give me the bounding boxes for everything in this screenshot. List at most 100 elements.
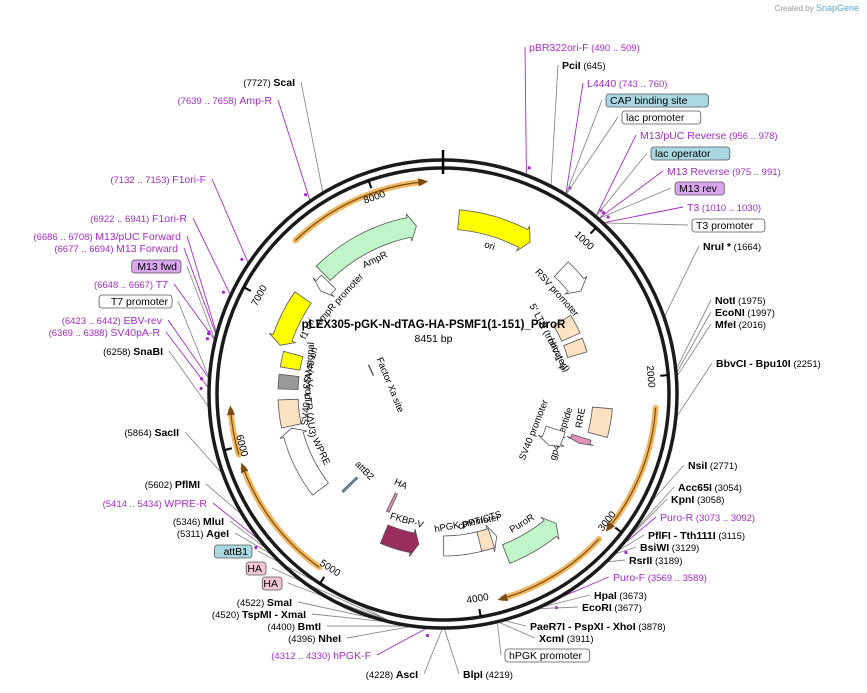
feature-ampr-promoter[interactable] (312, 274, 337, 298)
feature-rre[interactable] (587, 406, 613, 438)
map-label-bsiwi[interactable]: BsiWI (3129) (640, 542, 699, 554)
highlight-arrowhead (605, 521, 615, 532)
feature-rsv-promoter[interactable] (553, 261, 588, 295)
map-label-pflfi-tth111i[interactable]: PflFI - Tth111I (3115) (648, 530, 745, 542)
label-text: hPGK promoter (509, 650, 582, 662)
label-name: BlpI (463, 669, 483, 681)
map-label-f1ori-f[interactable]: (7132 .. 7153) F1ori-F (110, 174, 206, 186)
map-label-puro-r[interactable]: Puro-R (3073 .. 3092) (660, 512, 755, 524)
map-label-pcii[interactable]: PciI (645) (562, 60, 606, 72)
map-label-t3[interactable]: T3 (1010 .. 1030) (687, 202, 761, 214)
map-label-nhei[interactable]: (4396) NheI (288, 633, 341, 645)
map-label-f1ori-r[interactable]: (6922 .. 6941) F1ori-R (90, 213, 187, 225)
feature-wpre[interactable] (279, 427, 330, 496)
feature-ha[interactable] (385, 492, 398, 513)
map-label-m13-puc-reverse[interactable]: M13/pUC Reverse (956 .. 978) (640, 130, 778, 142)
feature-cppt-cts[interactable] (476, 528, 496, 552)
label-name: Puro-F (613, 572, 645, 584)
feature-fkbp-v[interactable] (379, 524, 420, 557)
map-label-hpai[interactable]: HpaI (3673) (594, 590, 647, 602)
label-name: M13/pUC Forward (95, 231, 181, 243)
map-label-econi[interactable]: EcoNI (1997) (715, 307, 775, 319)
map-label-blpi[interactable]: BlpI (4219) (463, 669, 513, 681)
map-label-attb1[interactable]: attB1 (214, 544, 253, 559)
feature-ltr5[interactable] (553, 314, 581, 342)
feature-sv40-promoter-1[interactable] (538, 425, 566, 447)
map-label-tspmi-xmai[interactable]: (4520) TspMI - XmaI (212, 609, 306, 621)
map-label-paer7i-pspxi-xhoi[interactable]: PaeR7I - PspXI - XhoI (3878) (530, 621, 666, 633)
map-label-m13-rev[interactable]: M13 rev (674, 181, 725, 196)
leader-line (613, 546, 637, 555)
label-name: MluI (203, 516, 224, 528)
label-text: NotI (1975) (715, 295, 766, 307)
feature-f1-ori[interactable] (268, 291, 312, 346)
label-range: (2016) (736, 320, 766, 331)
label-name: NsiI (688, 460, 707, 472)
map-label-noti[interactable]: NotI (1975) (715, 295, 766, 307)
map-label-acc65i[interactable]: Acc65I (3054) (678, 482, 742, 494)
map-label-pflmi[interactable]: (5602) PflMI (145, 479, 200, 491)
map-label-nsii[interactable]: NsiI (2771) (688, 460, 737, 472)
map-label-amp-r[interactable]: (7639 .. 7658) Amp-R (178, 95, 273, 107)
leader-line (663, 245, 700, 318)
feature-attb2[interactable] (341, 476, 359, 493)
map-label-nrui[interactable]: NruI * (1664) (703, 241, 761, 253)
map-label-hpgk-f[interactable]: (4312 .. 4330) hPGK-F (271, 650, 371, 662)
map-label-bbvci-bpu10i[interactable]: BbvCI - Bpu10I (2251) (716, 358, 821, 370)
map-label-puro-f[interactable]: Puro-F (3569 .. 3589) (613, 572, 707, 584)
feature-sv40-ori[interactable] (279, 350, 304, 371)
map-label-pbr322ori-f[interactable]: pBR322ori-F (490 .. 509) (529, 42, 640, 54)
label-text: EcoRI (3677) (582, 602, 642, 614)
map-label-bmti[interactable]: (4400) BmtI (268, 621, 322, 633)
map-label-t3-promoter[interactable]: T3 promoter (691, 218, 766, 233)
tick-4000 (478, 608, 482, 617)
primer-mark (254, 545, 258, 550)
leader-line (565, 99, 603, 195)
map-label-asci[interactable]: (4228) AscI (366, 669, 418, 681)
feature-label-ha: HA (392, 477, 409, 493)
map-label-snabi[interactable]: (6258) SnaBI (103, 346, 163, 358)
feature-gp41-peptide[interactable] (566, 433, 594, 446)
map-label-m13-puc-forward[interactable]: (6686 .. 6708) M13/pUC Forward (33, 231, 181, 243)
feature-ltr3[interactable] (277, 398, 302, 429)
map-label-rsrii[interactable]: RsrII (3189) (629, 555, 682, 567)
map-label-ecori[interactable]: EcoRI (3677) (582, 602, 642, 614)
map-label-t7-promoter[interactable]: T7 promoter (98, 294, 173, 309)
map-label-wpre-r[interactable]: (5414 .. 5434) WPRE-R (103, 498, 208, 510)
primer-mark (601, 211, 606, 215)
map-label-scai[interactable]: (7727) ScaI (243, 77, 295, 89)
map-label-lac-operator[interactable]: lac operator (650, 146, 731, 161)
map-label-m13-fwd[interactable]: M13 fwd (131, 259, 182, 274)
map-label-smai[interactable]: (4522) SmaI (237, 597, 292, 609)
label-name: SV40pA-R (110, 327, 160, 339)
map-label-ha[interactable]: HA (261, 576, 283, 591)
label-range: (4396) (288, 634, 318, 645)
map-label-t7[interactable]: (6648 .. 6667) T7 (94, 279, 168, 291)
feature-puror[interactable] (501, 516, 560, 564)
map-label-ha[interactable]: HA (245, 561, 267, 576)
label-text: HA (247, 563, 262, 575)
map-label-xcmi[interactable]: XcmI (3911) (539, 633, 594, 645)
map-label-m13-reverse[interactable]: M13 Reverse (975 .. 991) (667, 166, 781, 178)
tick-2000 (660, 374, 669, 377)
primer-mark (240, 257, 244, 261)
map-label-sv40pa-r[interactable]: (6369 .. 6388) SV40pA-R (49, 327, 161, 339)
map-label-l4440[interactable]: L4440 (743 .. 760) (587, 78, 667, 90)
map-label-sacii[interactable]: (5864) SacII (124, 427, 179, 439)
map-label-lac-promoter[interactable]: lac promoter (621, 110, 702, 125)
map-label-ebv-rev[interactable]: (6423 .. 6442) EBV-rev (62, 315, 163, 327)
feature-ori[interactable] (457, 209, 531, 253)
map-label-m13-forward[interactable]: (6677 .. 6694) M13 Forward (54, 243, 178, 255)
leader-line (602, 222, 689, 226)
map-label-cap-binding-site[interactable]: CAP binding site (605, 93, 709, 108)
map-label-agei[interactable]: (5311) AgeI (177, 528, 229, 540)
label-name: EcoRI (582, 602, 612, 614)
map-label-hpgk-promoter[interactable]: hPGK promoter (504, 648, 591, 663)
feature-ampr[interactable] (315, 213, 417, 281)
map-label-mlui[interactable]: (5346) MluI (173, 516, 224, 528)
map-label-mfei[interactable]: MfeI (2016) (715, 319, 766, 331)
map-label-kpni[interactable]: KpnI (3058) (671, 494, 724, 506)
feature-sv40-polya[interactable] (277, 373, 300, 390)
label-name: Amp-R (239, 95, 272, 107)
feature-hiv-psi[interactable] (563, 337, 588, 358)
